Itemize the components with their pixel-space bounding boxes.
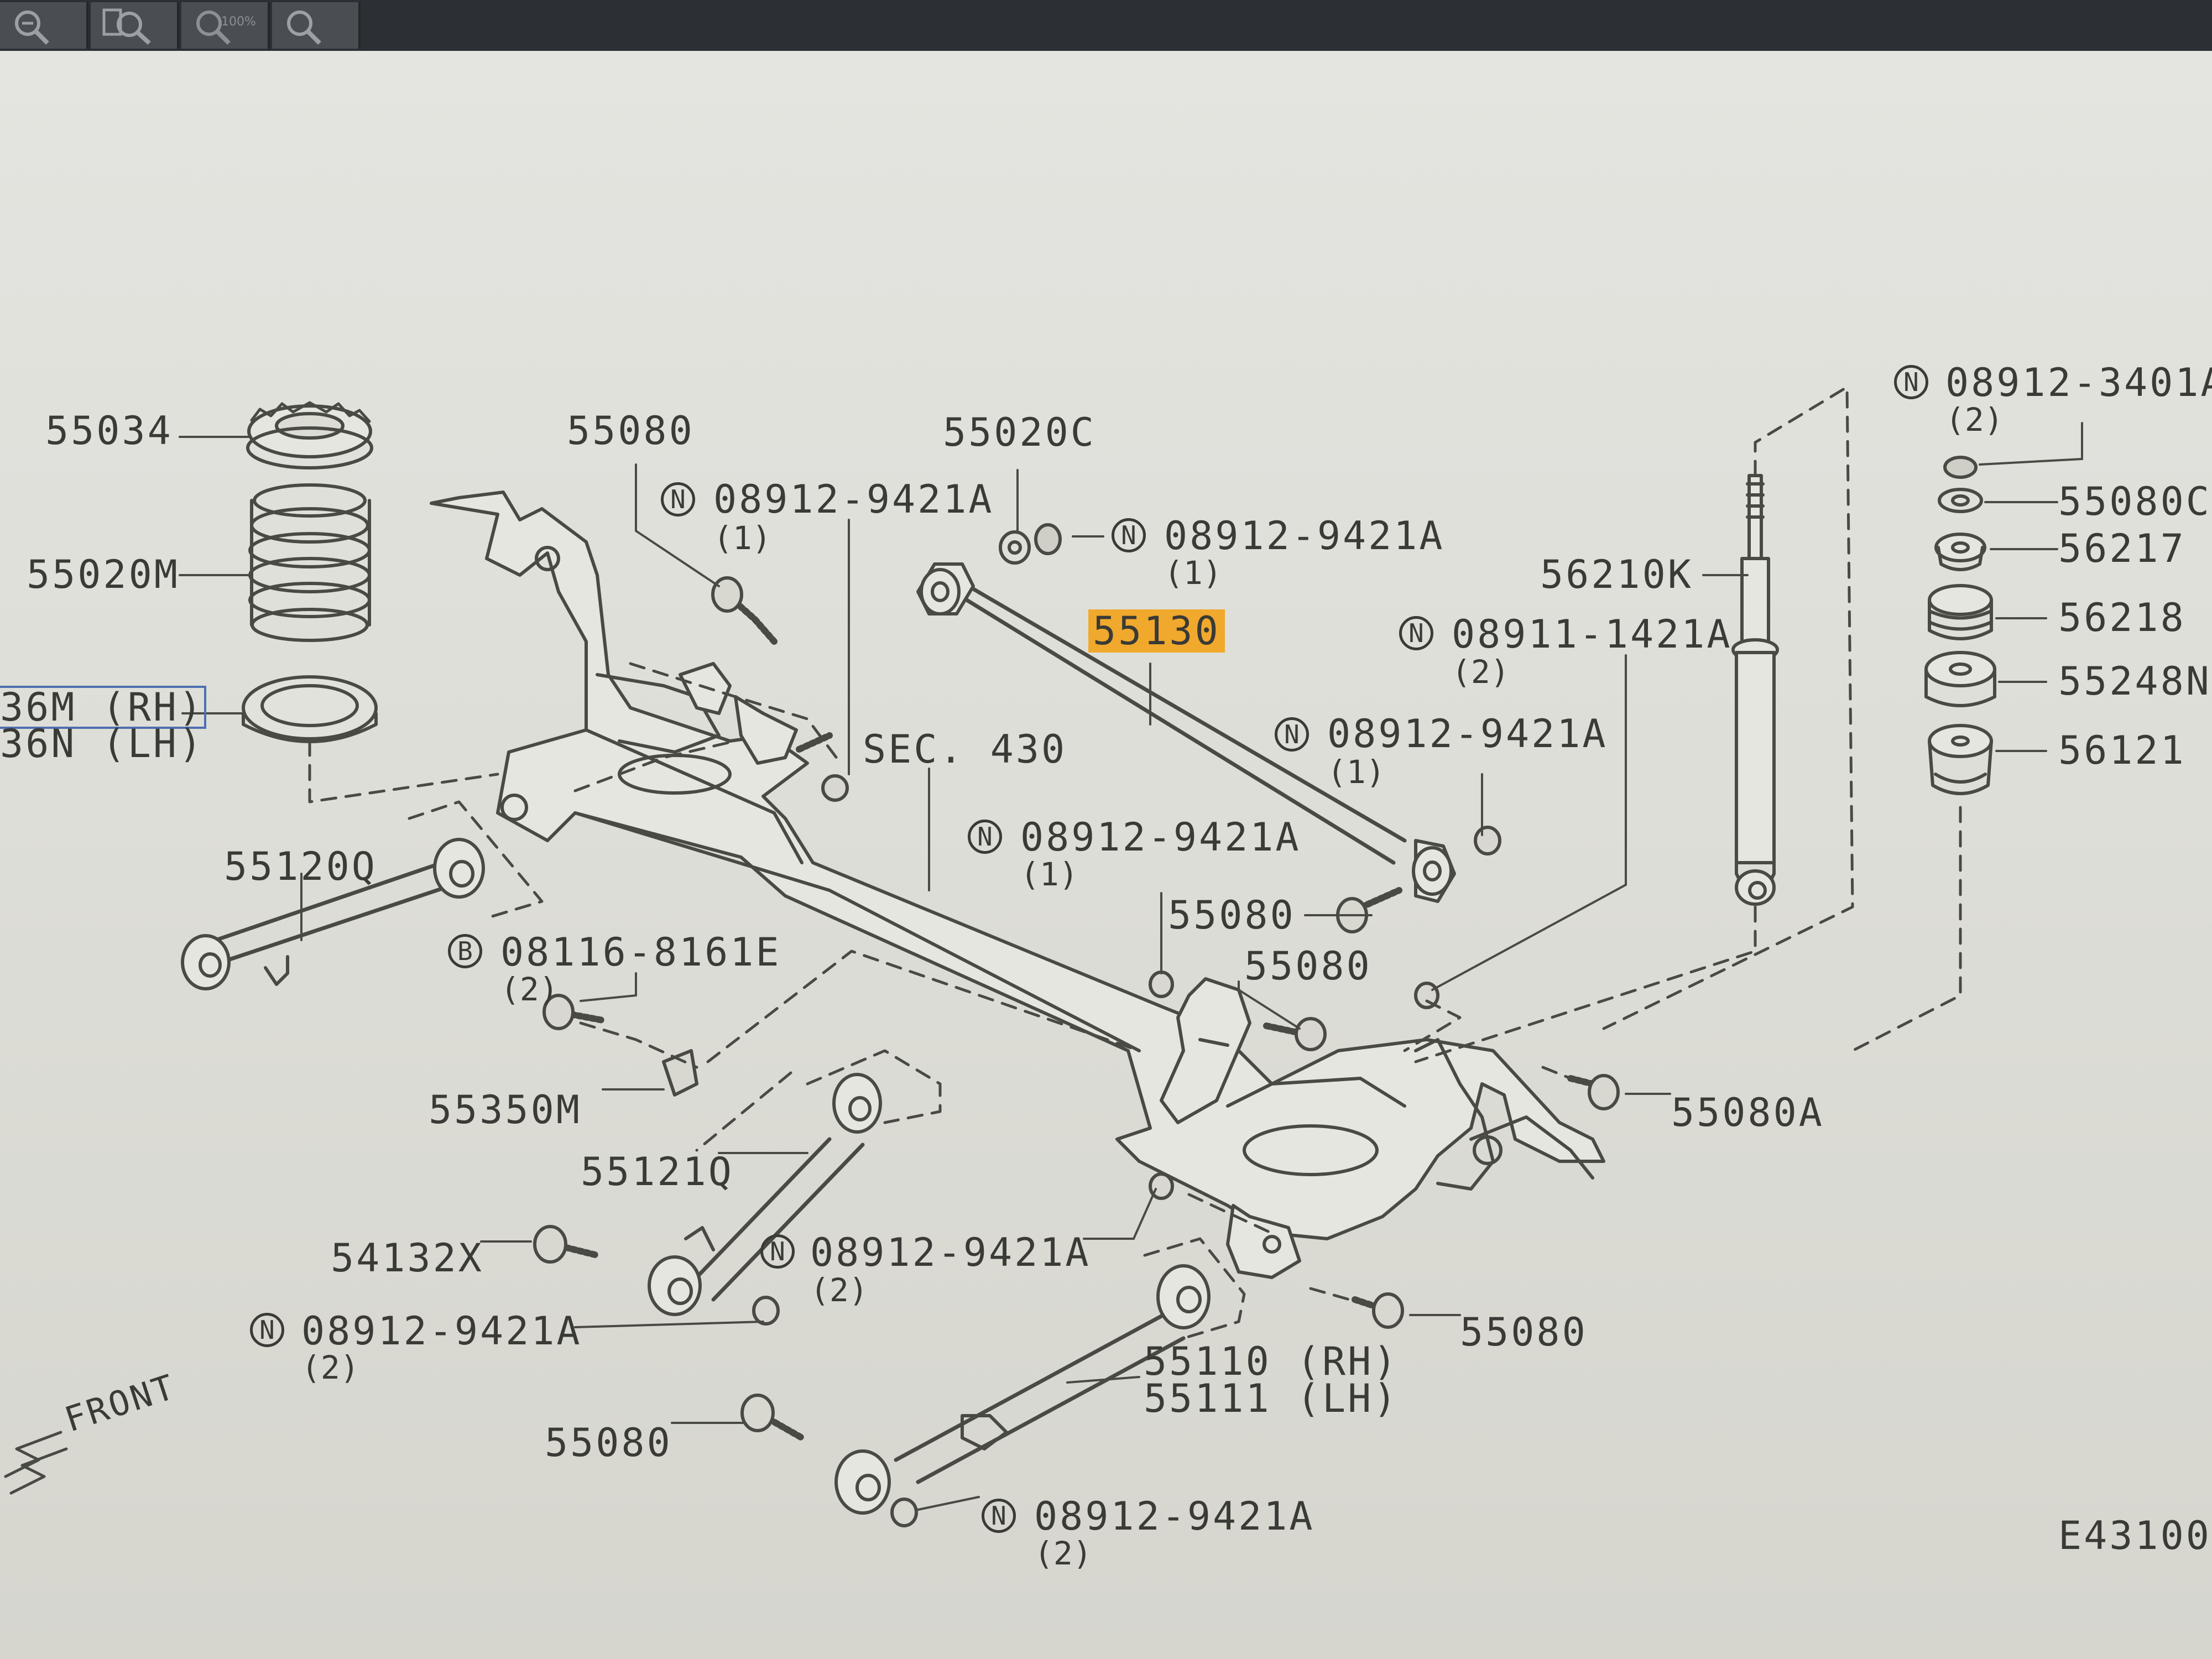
diagram-code-label: E431000 — [2058, 1513, 2212, 1558]
zoom-100-button[interactable]: 100% — [181, 2, 270, 49]
zoom-fit-button[interactable] — [91, 2, 179, 49]
nut-08912-9421a-label-5: 08912-9421A — [810, 1230, 1091, 1275]
part-55080a-label: 55080A — [1671, 1090, 1824, 1135]
nut-symbol: N — [1894, 365, 1928, 399]
leader-lines — [179, 422, 2083, 1511]
nut-symbol: N — [250, 1313, 284, 1347]
nut-symbol: N — [968, 820, 1002, 854]
fasteners — [533, 576, 1620, 1527]
part-55120q-label: 55120Q — [224, 844, 377, 889]
nut-symbol: N — [760, 1234, 795, 1269]
nut-08912-9421a-qty-7: (2) — [1034, 1535, 1092, 1572]
zoom-100-text: 100% — [221, 15, 256, 29]
bolt-08116-8161e-qty: (2) — [500, 971, 559, 1008]
nut-08911-1421a-qty: (2) — [1452, 653, 1510, 691]
lateral-link-55120q — [181, 838, 485, 990]
part-36m-label: 36M (RH) — [0, 685, 207, 730]
part-55080c-label: 55080C — [2058, 479, 2211, 524]
shock-mount-stack — [1924, 456, 1996, 795]
part-56218-label: 56218 — [2058, 595, 2186, 640]
nut-symbol: N — [982, 1499, 1016, 1533]
exploded-parts-diagram — [4, 385, 2083, 1527]
lower-link-55110-55111 — [834, 1264, 1211, 1515]
upper-link-55130 — [916, 562, 1456, 903]
part-54132x-label: 54132X — [331, 1235, 484, 1281]
nut-symbol: N — [1275, 717, 1309, 752]
part-56121-label: 56121 — [2058, 728, 2186, 773]
washer — [999, 530, 1031, 565]
magnifier-page-icon — [102, 8, 151, 45]
part-55110-label: 55110 (RH) — [1144, 1339, 1399, 1384]
nut-symbol: N — [1112, 518, 1146, 552]
magnifier-plus-icon — [287, 11, 321, 45]
nut-08912-3401a-label: 08912-3401A — [1945, 360, 2212, 405]
nut-symbol: N — [1399, 616, 1433, 650]
diagram-paper: 55034 55020M 36M (RH) 36N (LH) 55080 550… — [0, 51, 2212, 1659]
nut-08912-9421a-label-3: 08912-9421A — [1327, 711, 1608, 757]
part-55111-label: 55111 (LH) — [1144, 1376, 1399, 1421]
sec-430-label: SEC. 430 — [863, 727, 1067, 772]
magnifier-minus-icon — [15, 11, 49, 45]
zoom-in-button[interactable] — [272, 2, 361, 49]
part-55080-mid1-label: 55080 — [1168, 893, 1296, 938]
nut-08912-9421a-qty-2: (1) — [1164, 554, 1222, 592]
spring-seat-lower — [242, 675, 378, 743]
part-56210k-label: 56210K — [1540, 552, 1693, 597]
bolt-symbol: B — [448, 934, 482, 968]
nut-08912-9421a-label-6: 08912-9421A — [301, 1308, 582, 1354]
part-55080-low-right-label: 55080 — [1460, 1310, 1588, 1355]
nut-08912-9421a-label-1: 08912-9421A — [713, 477, 994, 522]
part-55020c-label: 55020C — [943, 410, 1096, 455]
nut-08912-9421a-qty-1: (1) — [713, 519, 771, 557]
shock-absorber-56210k — [1731, 474, 1779, 906]
nut-08912-9421a-label-7: 08912-9421A — [1034, 1494, 1315, 1539]
nut-08912-9421a-label-2: 08912-9421A — [1164, 513, 1445, 559]
viewer-toolbar: 100% — [0, 0, 2212, 51]
spring-seat-upper — [246, 401, 373, 469]
bolt-08116-8161e-label: 08116-8161E — [500, 930, 781, 975]
front-arrow-icon — [4, 1431, 68, 1495]
part-55130-label-highlighted[interactable]: 55130 — [1088, 609, 1225, 653]
nut-08912-9421a-qty-5: (2) — [810, 1271, 868, 1309]
lateral-link-55121q — [648, 1073, 882, 1316]
part-55350m-label: 55350M — [429, 1087, 582, 1133]
zoom-out-button[interactable] — [0, 2, 88, 49]
part-56217-label: 56217 — [2058, 526, 2186, 571]
part-55080-top-label: 55080 — [567, 408, 695, 453]
nut-08911-1421a-label: 08911-1421A — [1452, 612, 1733, 657]
nut-08912-9421a-label-4: 08912-9421A — [1020, 815, 1301, 860]
part-55248n-label: 55248N — [2058, 659, 2211, 704]
nut-08912-9421a-qty-6: (2) — [301, 1349, 359, 1386]
part-55121q-label: 55121Q — [581, 1149, 734, 1194]
nut-08912-3401a-qty: (2) — [1945, 401, 2004, 439]
part-55080-low-label: 55080 — [545, 1420, 672, 1465]
nut-08912-9421a-qty-4: (1) — [1020, 855, 1078, 893]
magnifier-100-icon: 100% — [196, 11, 256, 45]
nut-symbol: N — [661, 482, 695, 517]
part-55080-mid2-label: 55080 — [1244, 943, 1372, 989]
nut-08912-9421a-qty-3: (1) — [1327, 753, 1385, 791]
part-36n-label: 36N (LH) — [0, 721, 205, 766]
coil-spring — [248, 483, 371, 642]
part-55034-label: 55034 — [45, 408, 173, 453]
part-55020m-label: 55020M — [27, 552, 180, 597]
nut — [1034, 523, 1062, 555]
rear-suspension-member — [430, 491, 1605, 1279]
